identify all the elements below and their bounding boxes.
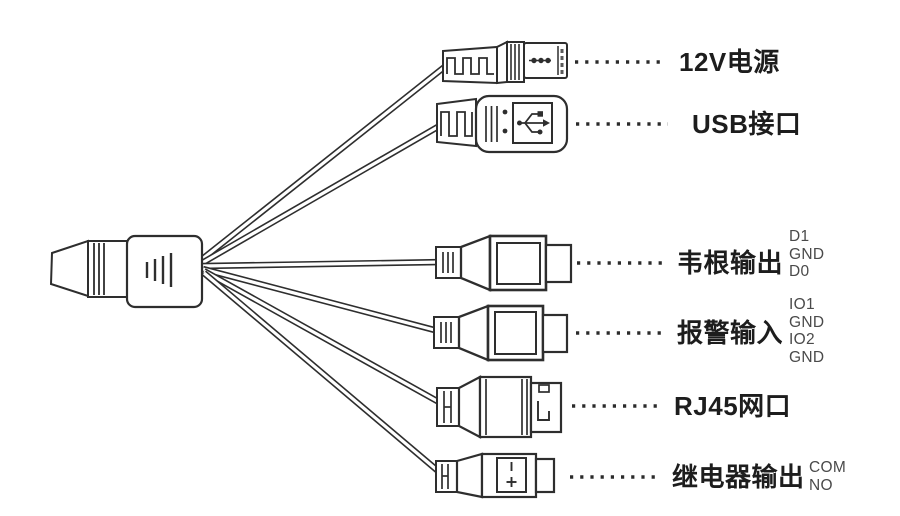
relay-pins: COM NO xyxy=(809,459,846,494)
pin-label: IO2 xyxy=(789,331,815,348)
pin-label: GND xyxy=(789,313,825,331)
dotted-leaders xyxy=(570,60,668,479)
pin-label: D1 xyxy=(789,228,810,245)
relay-connector xyxy=(435,452,556,499)
wiegand-connector xyxy=(435,234,573,292)
relay-polarity-icon xyxy=(506,462,517,487)
label-alarm: 报警输入 xyxy=(677,318,784,348)
alarm-plug-tip xyxy=(541,313,569,354)
wiegand-taper xyxy=(459,234,492,292)
label-wiegand: 韦根输出 xyxy=(677,248,784,278)
wiegand-plug-tip xyxy=(544,243,573,284)
rj45-clip-notch xyxy=(538,384,550,393)
power-dot-icon xyxy=(545,57,551,64)
pin-label: GND xyxy=(789,245,825,263)
usb-trident-icon xyxy=(517,111,550,135)
power-strain-relief xyxy=(442,45,498,85)
alarm-connector xyxy=(433,304,569,362)
main-cable xyxy=(49,239,89,298)
power-connector xyxy=(442,40,568,85)
rj45-connector xyxy=(436,375,563,439)
wire-relay xyxy=(201,270,447,479)
relay-plug-tip xyxy=(534,457,556,494)
alarm-pins: IO1 GND IO2 GND xyxy=(789,296,824,366)
rj45-taper xyxy=(457,375,482,439)
pin-label: IO1 xyxy=(789,296,815,313)
rj45-plug xyxy=(529,381,563,434)
pin-label: GND xyxy=(789,348,825,366)
wire-power xyxy=(199,58,454,263)
relay-taper xyxy=(455,452,484,499)
wire-usb xyxy=(200,118,450,266)
wiegand-pins: D1 GND D0 xyxy=(789,228,824,281)
rj45-barrel xyxy=(478,375,533,439)
pin-label: D0 xyxy=(789,263,810,280)
hub-body xyxy=(125,234,204,309)
hub-housing xyxy=(125,234,204,309)
cable-hub xyxy=(49,239,128,298)
label-usb: USB接口 xyxy=(692,109,802,139)
label-power: 12V电源 xyxy=(679,47,780,77)
label-rj45: RJ45网口 xyxy=(674,391,792,421)
pin-label: NO xyxy=(809,476,833,494)
power-dot-icon xyxy=(538,57,544,64)
label-relay: 继电器输出 xyxy=(672,462,805,492)
wire-rj45 xyxy=(202,268,448,409)
usb-connector xyxy=(436,94,569,154)
wire-wiegand xyxy=(202,258,445,270)
pin-label: COM xyxy=(809,459,847,476)
power-dot-icon xyxy=(531,57,537,64)
alarm-taper xyxy=(457,304,490,362)
wire-bundle xyxy=(199,58,454,479)
wire-alarm xyxy=(202,265,443,336)
